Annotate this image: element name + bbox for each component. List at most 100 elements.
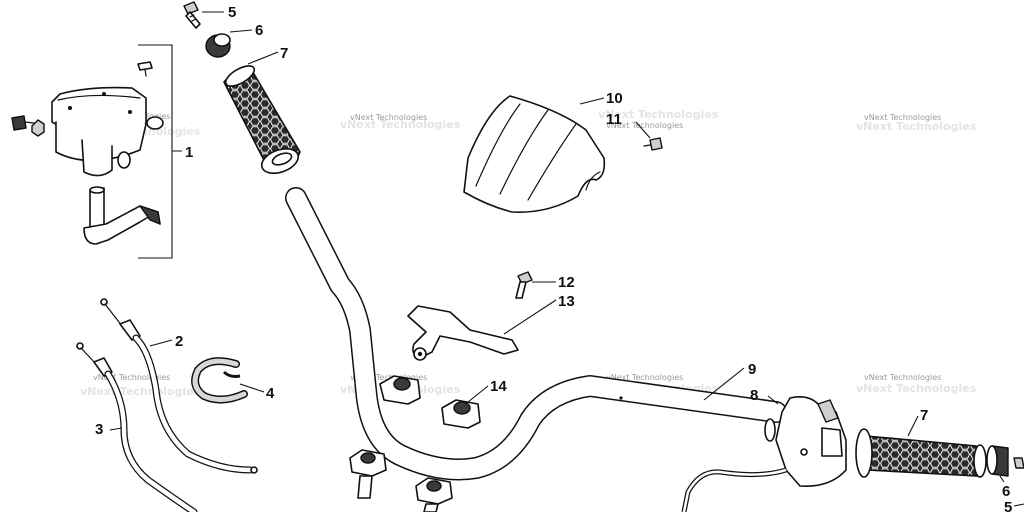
leader-6b — [999, 475, 1005, 483]
callout-6-right: 6 — [1002, 483, 1010, 500]
riser-stud — [423, 503, 439, 512]
screw-head — [649, 137, 663, 151]
switch-wire — [682, 468, 787, 512]
watermark-shadow: vNext Technologies — [80, 385, 201, 398]
cable-end — [76, 342, 84, 350]
cover-shell — [463, 95, 606, 213]
callout-13: 13 — [558, 293, 575, 310]
throttle-cable — [100, 298, 258, 474]
callout-2: 2 — [175, 333, 183, 350]
callout-11: 11 — [606, 111, 622, 128]
watermark: vNext Technologies — [350, 113, 427, 122]
bolt-head — [11, 115, 27, 131]
callout-12: 12 — [558, 274, 575, 291]
watermark: vNext Technologies — [864, 113, 941, 122]
switch-face — [821, 427, 843, 457]
leader-9 — [703, 367, 745, 401]
mounting-bracket — [407, 305, 519, 361]
handlebar-fill — [286, 188, 786, 479]
watermark: vNext Technologies — [606, 373, 683, 382]
grip-body — [865, 435, 979, 477]
handlebar-clamps-upper — [379, 375, 481, 429]
leader-10 — [579, 97, 605, 105]
grip-end-cap — [205, 33, 231, 58]
cable-sheath — [105, 371, 197, 512]
cover-rib — [475, 103, 521, 187]
cable-sheath-outline — [132, 334, 254, 474]
bolt-shank — [24, 121, 35, 124]
callout-1: 1 — [185, 144, 193, 161]
watermark: vNext Technologies — [606, 121, 683, 130]
cover-edge-line — [57, 94, 141, 101]
callout-10: 10 — [606, 90, 623, 107]
handlebar — [285, 187, 787, 481]
cable-wire — [104, 303, 123, 327]
riser-stud — [357, 475, 373, 499]
watermark: vNext Technologies — [350, 373, 427, 382]
hand-grip-right — [855, 428, 987, 478]
cable-strap — [191, 357, 248, 404]
cover-notch — [585, 171, 601, 191]
callout-5: 5 — [228, 4, 236, 21]
cable-end — [100, 298, 108, 306]
cover-rib — [499, 109, 549, 195]
housing-clamp-boss — [146, 116, 164, 130]
cover-screw — [643, 137, 663, 151]
cover-hole — [102, 92, 106, 96]
callout-14: 14 — [490, 378, 507, 395]
end-cap-face — [986, 445, 998, 475]
bolt-head — [183, 1, 199, 15]
grip-inner-flange — [224, 65, 256, 87]
callout-7: 7 — [280, 45, 288, 62]
grip-inner-flange — [855, 428, 873, 478]
callout-6: 6 — [255, 22, 263, 39]
cable-sheath — [133, 335, 253, 473]
leader-2 — [149, 339, 173, 347]
throttle-cover-screw-shank — [144, 68, 147, 77]
leader-11 — [635, 121, 651, 139]
leader-14 — [467, 385, 489, 403]
watermark: vNext Technologies — [93, 373, 170, 382]
throttle-assembly — [11, 61, 164, 245]
callout-4: 4 — [266, 385, 275, 402]
switch-wire-outline — [681, 467, 787, 512]
cover-rib — [527, 123, 577, 201]
grip-end-cap-right — [986, 445, 1024, 477]
callout-7-right: 7 — [920, 407, 928, 424]
switch-housing — [681, 396, 847, 512]
leader-8 — [767, 395, 779, 405]
leader-13 — [503, 299, 557, 335]
screw-shank — [643, 144, 651, 147]
watermark-shadow: vNext Technologies — [856, 382, 977, 395]
riser-bore — [360, 452, 376, 464]
watermark-shadow: vNext Technologies — [856, 120, 977, 133]
grip-end-bore — [271, 152, 293, 166]
nut — [31, 119, 45, 137]
callout-3: 3 — [95, 421, 103, 438]
leader-7b — [907, 415, 919, 437]
switch-screw — [800, 448, 808, 456]
thread-line — [191, 18, 197, 22]
callout-9: 9 — [748, 361, 756, 378]
callout-8: 8 — [750, 387, 758, 404]
bracket-bolt — [515, 271, 533, 299]
handlebar-end — [764, 418, 776, 442]
bolt-threads — [515, 281, 527, 299]
brake-cable — [76, 342, 198, 512]
watermark-shadow: vNext Technologies — [598, 108, 719, 121]
hand-grip-left — [223, 65, 301, 175]
watermark-shadow: vNext Technologies — [340, 118, 461, 131]
end-bolt-head — [1013, 457, 1024, 469]
leader-6 — [229, 29, 253, 33]
lever-shaft-top — [89, 186, 105, 194]
watermark: vNext Technologies — [864, 373, 941, 382]
cover-hole — [128, 110, 132, 114]
throttle-cover-screw-head — [137, 61, 153, 71]
leader-4 — [239, 383, 265, 393]
bracket-eye-hole — [417, 351, 423, 357]
throttle-lever-tip — [139, 205, 161, 225]
housing-side-port — [117, 151, 131, 169]
grip-outer-end — [973, 444, 987, 478]
clamp-bore — [393, 377, 411, 391]
